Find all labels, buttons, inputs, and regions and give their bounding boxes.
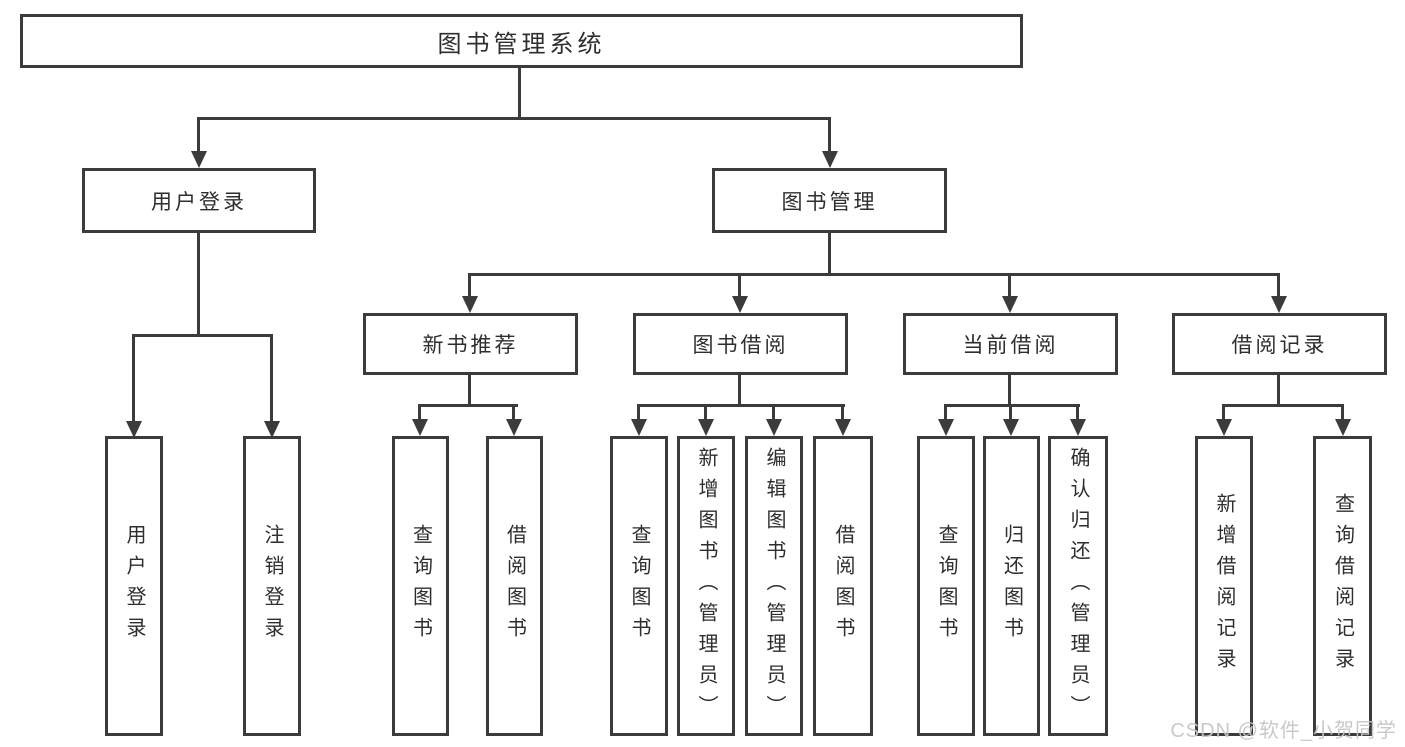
arrowhead-down-icon — [126, 421, 142, 438]
connector-line — [512, 404, 515, 421]
arrowhead-down-icon — [191, 151, 207, 168]
arrowhead-down-icon — [822, 151, 838, 168]
arrowhead-down-icon — [766, 419, 782, 436]
connector-line — [197, 233, 200, 337]
arrowhead-down-icon — [1003, 419, 1019, 436]
connector-line — [468, 273, 471, 297]
connector-line — [944, 404, 947, 421]
leaf-query-books-borrow: 查询图书 — [610, 436, 668, 736]
connector-line — [738, 273, 741, 297]
connector-line — [1222, 404, 1225, 421]
arrowhead-down-icon — [698, 419, 714, 436]
leaf-user-login: 用户登录 — [105, 436, 163, 736]
connector-line — [1008, 273, 1011, 297]
leaf-confirm-return-admin: 确认归还（管理员） — [1048, 436, 1108, 736]
arrowhead-down-icon — [264, 421, 280, 438]
node-library-system: 图书管理系统 — [20, 14, 1023, 68]
arrowhead-down-icon — [1070, 419, 1086, 436]
connector-line — [637, 404, 640, 421]
connector-line — [197, 117, 200, 153]
leaf-borrow-books-borrow: 借阅图书 — [813, 436, 873, 736]
connector-line — [1277, 273, 1280, 297]
connector-line — [738, 375, 741, 407]
connector-line — [637, 404, 845, 407]
arrowhead-down-icon — [631, 419, 647, 436]
connector-line — [133, 334, 273, 337]
node-book-management: 图书管理 — [712, 168, 947, 233]
leaf-logout: 注销登录 — [243, 436, 301, 736]
leaf-edit-books-admin: 编辑图书（管理员） — [745, 436, 803, 736]
leaf-query-books-current: 查询图书 — [917, 436, 975, 736]
leaf-borrow-books-newbook: 借阅图书 — [486, 436, 543, 736]
connector-line — [1277, 375, 1280, 407]
connector-line — [1009, 404, 1012, 421]
leaf-query-books-newbook: 查询图书 — [392, 436, 449, 736]
arrowhead-down-icon — [1335, 419, 1351, 436]
csdn-watermark: CSDN @软件_小贺同学 — [1170, 720, 1397, 742]
connector-line — [1008, 375, 1011, 407]
leaf-query-borrow-record: 查询借阅记录 — [1313, 436, 1372, 736]
arrowhead-down-icon — [1271, 296, 1287, 313]
arrowhead-down-icon — [412, 419, 428, 436]
connector-line — [1222, 404, 1344, 407]
arrowhead-down-icon — [506, 419, 522, 436]
node-user-login: 用户登录 — [82, 168, 316, 233]
connector-line — [828, 117, 831, 153]
arrowhead-down-icon — [1216, 419, 1232, 436]
node-book-borrowing: 图书借阅 — [633, 313, 848, 375]
connector-line — [828, 233, 831, 276]
node-new-book-recommendation: 新书推荐 — [363, 313, 578, 375]
arrowhead-down-icon — [835, 419, 851, 436]
leaf-add-borrow-record: 新增借阅记录 — [1195, 436, 1253, 736]
connector-line — [270, 334, 273, 422]
leaf-return-books: 归还图书 — [983, 436, 1040, 736]
connector-line — [518, 67, 521, 119]
node-current-borrowing: 当前借阅 — [903, 313, 1118, 375]
connector-line — [468, 375, 471, 407]
connector-line — [418, 404, 421, 421]
connector-line — [841, 404, 844, 421]
arrowhead-down-icon — [938, 419, 954, 436]
connector-line — [197, 117, 831, 120]
connector-line — [1341, 404, 1344, 421]
arrowhead-down-icon — [1002, 296, 1018, 313]
connector-line — [419, 404, 518, 407]
connector-line — [704, 404, 707, 421]
arrowhead-down-icon — [732, 296, 748, 313]
connector-line — [772, 404, 775, 421]
connector-line — [1076, 404, 1079, 421]
connector-line — [468, 273, 1280, 276]
connector-line — [944, 404, 1080, 407]
arrowhead-down-icon — [462, 296, 478, 313]
node-borrowing-records: 借阅记录 — [1172, 313, 1387, 375]
connector-line — [132, 334, 135, 422]
leaf-add-books-admin: 新增图书（管理员） — [677, 436, 735, 736]
